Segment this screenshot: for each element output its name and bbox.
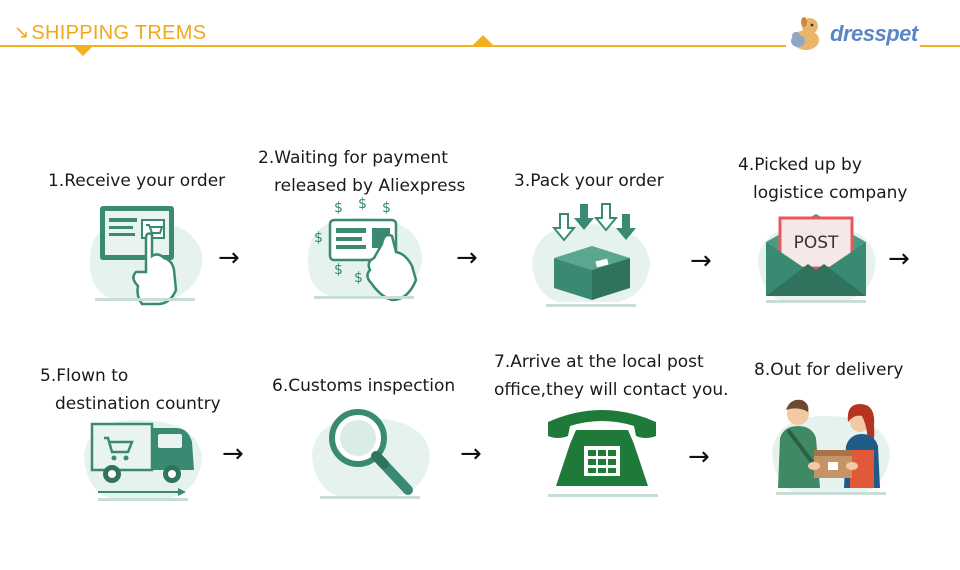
step-2-label: 2.Waiting for payment released by Aliexp… [258,144,465,200]
pet-mascot-icon [791,17,819,50]
step-1-label-line1: 1.Receive your order [48,171,226,191]
step-8-label-line1: 8.Out for delivery [754,360,904,380]
package-box-icon [532,203,650,307]
card-payment-icon: $ $ $ $ $ $ [307,196,422,302]
triangle-down-marker [73,46,93,56]
step-arrow-5: → [222,439,244,469]
svg-text:$: $ [314,230,323,246]
telephone-icon [548,410,658,497]
section-title: ↘ SHIPPING TREMS [14,22,206,45]
step-3-label: 3.Pack your order [514,167,664,195]
courier-delivery-icon [772,399,890,495]
step-5-label: 5.Flown to destination country [40,362,221,418]
step-8-label: 8.Out for delivery [754,356,904,384]
step-arrow-2: → [456,243,478,273]
bottom-mascot-fragment [806,562,826,570]
step-1-icon [80,198,210,308]
delivery-truck-icon [84,420,202,501]
step-2-label-line2: released by Aliexpress [274,176,466,196]
step-3-icon [526,200,656,310]
step-3-label-line1: 3.Pack your order [514,171,664,191]
step-1-label: 1.Receive your order [48,167,225,195]
step-4-label-line2: logistice company [753,183,908,203]
svg-text:POST: POST [794,233,839,253]
post-envelope-icon: POST [758,214,876,303]
arrow-down-right-icon: ↘ [14,22,30,42]
step-6-label-line1: 6.Customs inspection [272,376,456,396]
svg-text:$: $ [382,200,391,216]
step-2-icon: $ $ $ $ $ $ [300,196,430,306]
svg-text:$: $ [354,270,363,286]
page-header: ↘ SHIPPING TREMS dresspet [0,0,960,62]
step-4-label: 4.Picked up by logistice company [738,151,907,207]
step-5-label-line2: destination country [55,394,221,414]
step-8-icon [766,392,896,502]
step-4-icon: POST [752,200,882,310]
step-arrow-6: → [460,439,482,469]
step-arrow-3: → [690,246,712,276]
step-7-label: 7.Arrive at the local post office,they w… [494,348,729,404]
brand-name: dresspet [830,21,918,46]
step-7-icon [538,400,668,510]
step-arrow-4: → [888,244,910,274]
step-2-label-line1: 2.Waiting for payment [258,148,448,168]
step-5-label-line1: 5.Flown to [40,366,129,386]
section-title-text: SHIPPING TREMS [31,22,207,44]
svg-text:$: $ [358,196,367,212]
step-7-label-line2: office,they will contact you. [494,380,729,400]
svg-text:$: $ [334,262,343,278]
step-arrow-1: → [218,243,240,273]
step-arrow-7: → [688,442,710,472]
tablet-shopping-cart-icon [89,206,203,306]
step-4-label-line1: 4.Picked up by [738,155,862,175]
step-5-icon [78,398,208,508]
step-6-label: 6.Customs inspection [272,372,455,400]
step-6-icon [306,396,436,506]
svg-text:$: $ [334,200,343,216]
step-7-label-line1: 7.Arrive at the local post [494,352,704,372]
brand-logo: dresspet [786,14,920,54]
triangle-up-marker [472,35,494,46]
magnifier-icon [312,409,430,499]
header-divider-line [0,45,960,47]
